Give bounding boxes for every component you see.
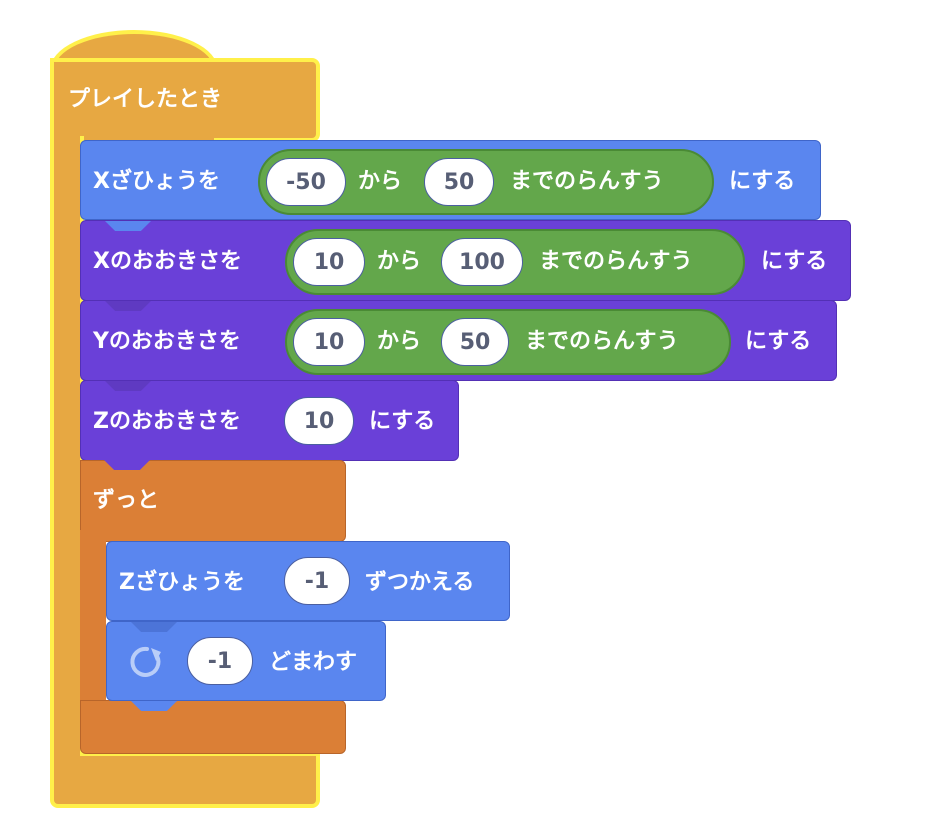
from-label: から bbox=[358, 169, 403, 194]
pick-random-reporter[interactable]: 10 から 100 までのらんすう bbox=[285, 229, 745, 295]
random-from-input[interactable]: 10 bbox=[293, 318, 365, 366]
block-suffix: にする bbox=[761, 249, 828, 274]
forever-label: ずっと bbox=[93, 488, 160, 513]
random-from-input[interactable]: -50 bbox=[266, 158, 346, 206]
random-label: までのらんすう bbox=[539, 249, 693, 274]
hat-label: プレイしたとき bbox=[68, 87, 223, 112]
pick-random-reporter[interactable]: 10 から 50 までのらんすう bbox=[285, 309, 731, 375]
random-to-input[interactable]: 50 bbox=[424, 158, 494, 206]
block-label: Xのおおきさを bbox=[93, 249, 242, 274]
change-z-position-block[interactable]: Zざひょうを -1 ずつかえる bbox=[106, 541, 510, 621]
block-suffix: にする bbox=[369, 409, 436, 434]
block-label: Zのおおきさを bbox=[93, 409, 241, 434]
turn-block[interactable]: -1 どまわす bbox=[106, 621, 386, 711]
random-label: までのらんすう bbox=[525, 329, 679, 354]
block-suffix: どまわす bbox=[269, 650, 358, 675]
turn-degrees-input[interactable]: -1 bbox=[187, 637, 253, 685]
block-label: Yのおおきさを bbox=[93, 329, 241, 354]
from-label: から bbox=[377, 249, 422, 274]
set-z-size-block[interactable]: Zのおおきさを 10 にする bbox=[80, 380, 459, 461]
pick-random-reporter[interactable]: -50 から 50 までのらんすう bbox=[258, 149, 714, 215]
block-label: Zざひょうを bbox=[119, 570, 245, 595]
block-suffix: にする bbox=[745, 329, 812, 354]
random-label: までのらんすう bbox=[510, 169, 664, 194]
set-x-position-block[interactable]: Xざひょうを -50 から 50 までのらんすう にする bbox=[80, 140, 821, 220]
random-from-input[interactable]: 10 bbox=[293, 238, 365, 286]
set-y-size-block[interactable]: Yのおおきさを 10 から 50 までのらんすう にする bbox=[80, 300, 837, 381]
block-suffix: にする bbox=[729, 169, 796, 194]
block-suffix: ずつかえる bbox=[365, 570, 475, 595]
rotate-clockwise-icon bbox=[130, 646, 161, 677]
block-label: Xざひょうを bbox=[93, 169, 220, 194]
random-to-input[interactable]: 50 bbox=[441, 318, 509, 366]
set-x-size-block[interactable]: Xのおおきさを 10 から 100 までのらんすう にする bbox=[80, 220, 851, 301]
size-input[interactable]: 10 bbox=[284, 397, 354, 445]
from-label: から bbox=[377, 329, 422, 354]
random-to-input[interactable]: 100 bbox=[441, 238, 523, 286]
change-value-input[interactable]: -1 bbox=[284, 557, 350, 605]
